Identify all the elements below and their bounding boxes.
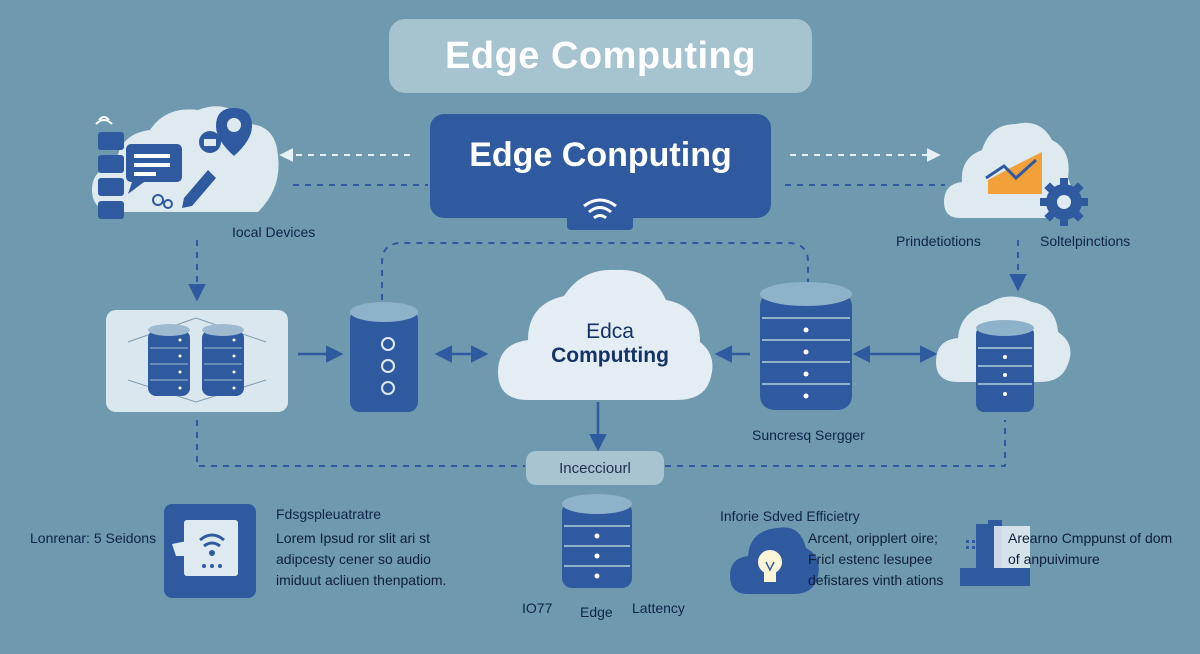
- edge-label: Edge: [580, 604, 613, 620]
- inception-pill: Incecciourl: [526, 451, 664, 485]
- data-storage-box: [106, 310, 288, 412]
- efficiency-heading: Inforie Sdved Efficietry: [720, 508, 860, 524]
- city-blocks-icon: [960, 520, 1030, 586]
- wifi-device-icon: [164, 504, 256, 598]
- bar-chart-icon: [985, 152, 1042, 194]
- paragraph-line: defistares vinth ations: [808, 572, 944, 588]
- latency-label: Lattency: [632, 600, 685, 616]
- server-rack-icon: [95, 116, 124, 219]
- page-title: Edge Computing: [445, 34, 756, 77]
- paragraph-line: of anpuivimure: [1008, 551, 1100, 567]
- server-stack: [760, 282, 852, 410]
- iot-label: IO77: [522, 600, 553, 616]
- far-right-paragraph: Arearno Cmppunst of dom of anpuivimure: [1008, 528, 1172, 570]
- basket-icon: [199, 131, 221, 153]
- middle-right-paragraph: Arcent, oripplert oire; Fricl estenc les…: [808, 528, 943, 591]
- gear-icon: [1040, 178, 1088, 226]
- chat-bubble-icon: [126, 144, 182, 194]
- bottom-left-label: Lonrenar: 5 Seidons: [30, 530, 157, 546]
- edge-computing-cloud: [498, 269, 713, 400]
- pencil-icon: [182, 170, 216, 208]
- paragraph-line: adipcesty cener so audio: [276, 551, 431, 567]
- paragraph-line: Arearno Cmppunst of dom: [1008, 530, 1173, 546]
- center-cloud-line2: Computting: [551, 344, 669, 367]
- local-devices-label: Iocal Devices: [232, 224, 316, 240]
- center-cloud-label: Edca Computting: [520, 320, 700, 368]
- hub-wifi-icon: [567, 192, 633, 230]
- solid-arrows: [188, 274, 1027, 452]
- cloud-database: [936, 296, 1071, 412]
- gears-small-icon: [152, 194, 173, 209]
- center-cloud-line1: Edca: [586, 320, 634, 343]
- title-banner: Edge Computing: [389, 19, 812, 93]
- bottom-left-heading: Fdsgspleuatratre: [276, 506, 382, 522]
- dashed-connectors: [196, 184, 1019, 467]
- solutions-label: Soltelpinctions: [1040, 233, 1131, 249]
- lightbulb-cloud-icon: [730, 527, 819, 594]
- paragraph-line: Fricl estenc lesupee: [808, 551, 933, 567]
- bottom-database: [562, 494, 632, 588]
- inception-pill-label: Incecciourl: [559, 459, 631, 477]
- middle-left-paragraph: Lorem Ipsud ror slit ari st adipcesty ce…: [276, 528, 446, 591]
- server-label: Suncresq Sergger: [752, 427, 865, 443]
- storage-cylinder: [350, 302, 418, 412]
- paragraph-line: Lorem Ipsud ror slit ari st: [276, 530, 431, 546]
- paragraph-line: imiduut acliuen thenpatiom.: [276, 572, 447, 588]
- hub-label: Edge Conputing: [469, 135, 732, 174]
- predictions-label: Prindetiotions: [896, 233, 981, 249]
- paragraph-line: Arcent, oripplert oire;: [808, 530, 938, 546]
- location-pin-icon: [216, 108, 252, 156]
